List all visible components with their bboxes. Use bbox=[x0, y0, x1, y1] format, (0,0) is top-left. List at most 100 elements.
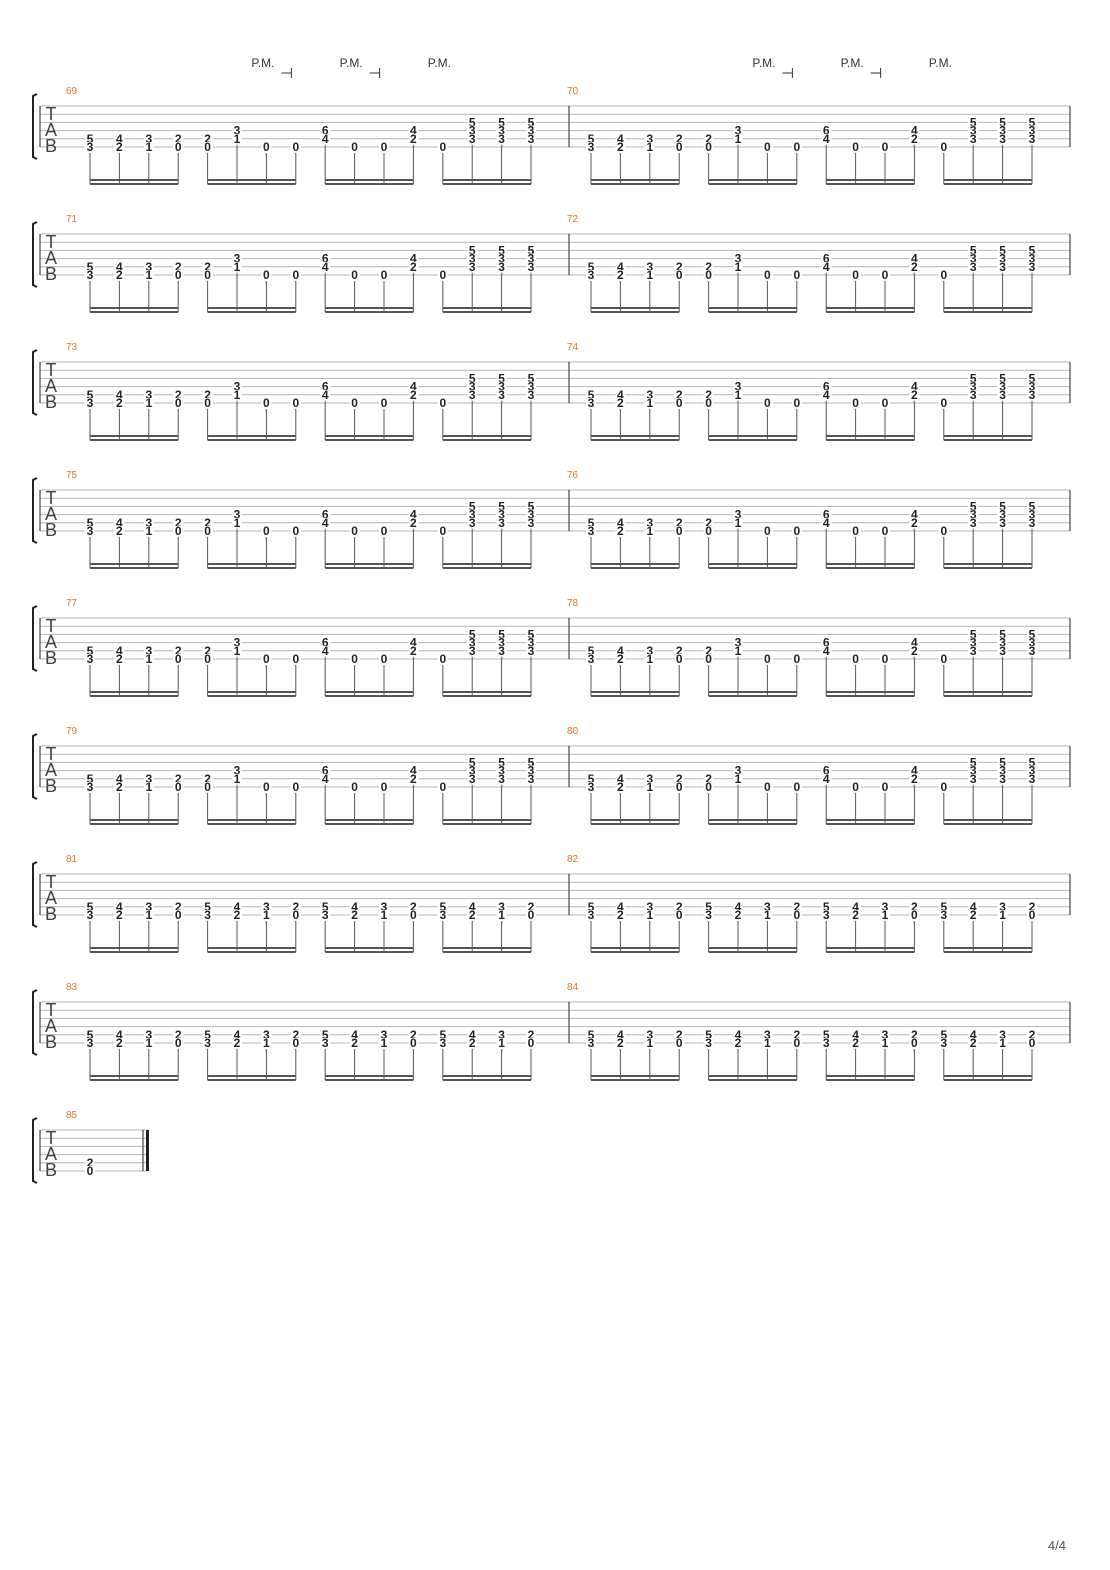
fret-number: 1 bbox=[234, 772, 241, 786]
fret-bg bbox=[290, 782, 301, 792]
fret-number: 3 bbox=[469, 516, 476, 530]
fret-number: 1 bbox=[735, 132, 742, 146]
fret-number: 0 bbox=[175, 1036, 182, 1050]
fret-bg bbox=[232, 773, 242, 784]
fret-number: 0 bbox=[705, 652, 712, 666]
fret-number: 4 bbox=[852, 900, 859, 914]
fret-bg bbox=[968, 765, 979, 776]
fret-bg bbox=[997, 133, 1008, 144]
fret-bg bbox=[173, 270, 184, 280]
fret-bg bbox=[733, 133, 743, 144]
fret-bg bbox=[320, 910, 331, 920]
fret-bg bbox=[968, 1038, 979, 1048]
fret-bg bbox=[674, 389, 685, 400]
fret-number: 0 bbox=[263, 780, 270, 794]
fret-number: 2 bbox=[911, 516, 918, 530]
fret-number: 3 bbox=[970, 644, 977, 658]
fret-number: 2 bbox=[911, 132, 918, 146]
fret-number: 3 bbox=[999, 132, 1006, 146]
fret-bg bbox=[791, 901, 802, 912]
fret-bg bbox=[114, 261, 125, 272]
fret-number: 3 bbox=[498, 124, 505, 138]
fret-number: 3 bbox=[528, 124, 535, 138]
fret-number: 3 bbox=[970, 772, 977, 786]
fret-number: 2 bbox=[204, 260, 211, 274]
fret-number: 4 bbox=[911, 764, 918, 778]
fret-number: 4 bbox=[970, 900, 977, 914]
fret-bg bbox=[320, 773, 331, 784]
fret-bg bbox=[526, 373, 536, 384]
beam bbox=[90, 819, 179, 821]
fret-number: 2 bbox=[793, 1028, 800, 1042]
fret-bg bbox=[644, 782, 655, 792]
fret-number: 4 bbox=[116, 132, 123, 146]
fret-bg bbox=[526, 261, 536, 272]
fret-bg bbox=[526, 765, 536, 776]
fret-bg bbox=[821, 253, 832, 264]
fret-bg bbox=[202, 517, 213, 528]
beam bbox=[325, 567, 414, 569]
fret-bg bbox=[968, 389, 979, 400]
fret-bg bbox=[733, 910, 743, 920]
fret-number: 3 bbox=[498, 260, 505, 274]
fret-bg bbox=[586, 654, 596, 664]
tab-clef-letter: B bbox=[45, 1032, 57, 1052]
fret-bg bbox=[615, 517, 626, 528]
fret-number: 3 bbox=[646, 1028, 653, 1042]
fret-bg bbox=[408, 765, 419, 776]
fret-number: 5 bbox=[970, 371, 977, 385]
fret-number: 5 bbox=[999, 115, 1006, 129]
fret-number: 0 bbox=[793, 1036, 800, 1050]
fret-bg bbox=[615, 773, 626, 784]
fret-number: 3 bbox=[498, 644, 505, 658]
fret-number: 3 bbox=[1029, 508, 1036, 522]
fret-number: 3 bbox=[263, 1028, 270, 1042]
fret-bg bbox=[261, 142, 272, 152]
fret-number: 3 bbox=[999, 124, 1006, 138]
fret-number: 3 bbox=[646, 260, 653, 274]
fret-bg bbox=[1027, 517, 1037, 528]
fret-number: 3 bbox=[145, 772, 152, 786]
fret-bg bbox=[467, 910, 478, 920]
fret-bg bbox=[997, 125, 1008, 136]
fret-number: 0 bbox=[292, 1036, 299, 1050]
beam bbox=[442, 823, 531, 825]
fret-bg bbox=[85, 1038, 95, 1048]
beam bbox=[90, 307, 179, 309]
fret-bg bbox=[733, 645, 743, 656]
fret-number: 2 bbox=[705, 132, 712, 146]
fret-number: 4 bbox=[911, 636, 918, 650]
fret-number: 5 bbox=[705, 900, 712, 914]
fret-number: 3 bbox=[87, 396, 94, 410]
fret-number: 0 bbox=[381, 140, 388, 154]
fret-bg bbox=[232, 645, 242, 656]
fret-number: 0 bbox=[705, 396, 712, 410]
fret-bg bbox=[114, 389, 125, 400]
fret-bg bbox=[143, 654, 154, 664]
fret-bg bbox=[997, 1038, 1008, 1048]
fret-bg bbox=[526, 117, 536, 128]
fret-bg bbox=[467, 389, 478, 400]
fret-number: 0 bbox=[204, 396, 211, 410]
beam bbox=[708, 439, 797, 441]
fret-number: 4 bbox=[116, 388, 123, 402]
fret-bg bbox=[997, 629, 1008, 640]
fret-number: 3 bbox=[735, 636, 742, 650]
fret-number: 4 bbox=[911, 252, 918, 266]
fret-number: 2 bbox=[410, 388, 417, 402]
beam bbox=[943, 567, 1032, 569]
fret-bg bbox=[437, 526, 448, 536]
fret-number: 2 bbox=[234, 1036, 241, 1050]
fret-bg bbox=[143, 1029, 154, 1040]
fret-bg bbox=[586, 142, 596, 152]
fret-bg bbox=[968, 773, 979, 784]
fret-number: 0 bbox=[852, 780, 859, 794]
fret-number: 0 bbox=[410, 908, 417, 922]
beam bbox=[591, 183, 680, 185]
fret-number: 5 bbox=[528, 243, 535, 257]
fret-number: 1 bbox=[646, 396, 653, 410]
fret-bg bbox=[909, 253, 920, 264]
fret-bg bbox=[909, 901, 920, 912]
fret-bg bbox=[85, 389, 95, 400]
fret-number: 3 bbox=[469, 508, 476, 522]
